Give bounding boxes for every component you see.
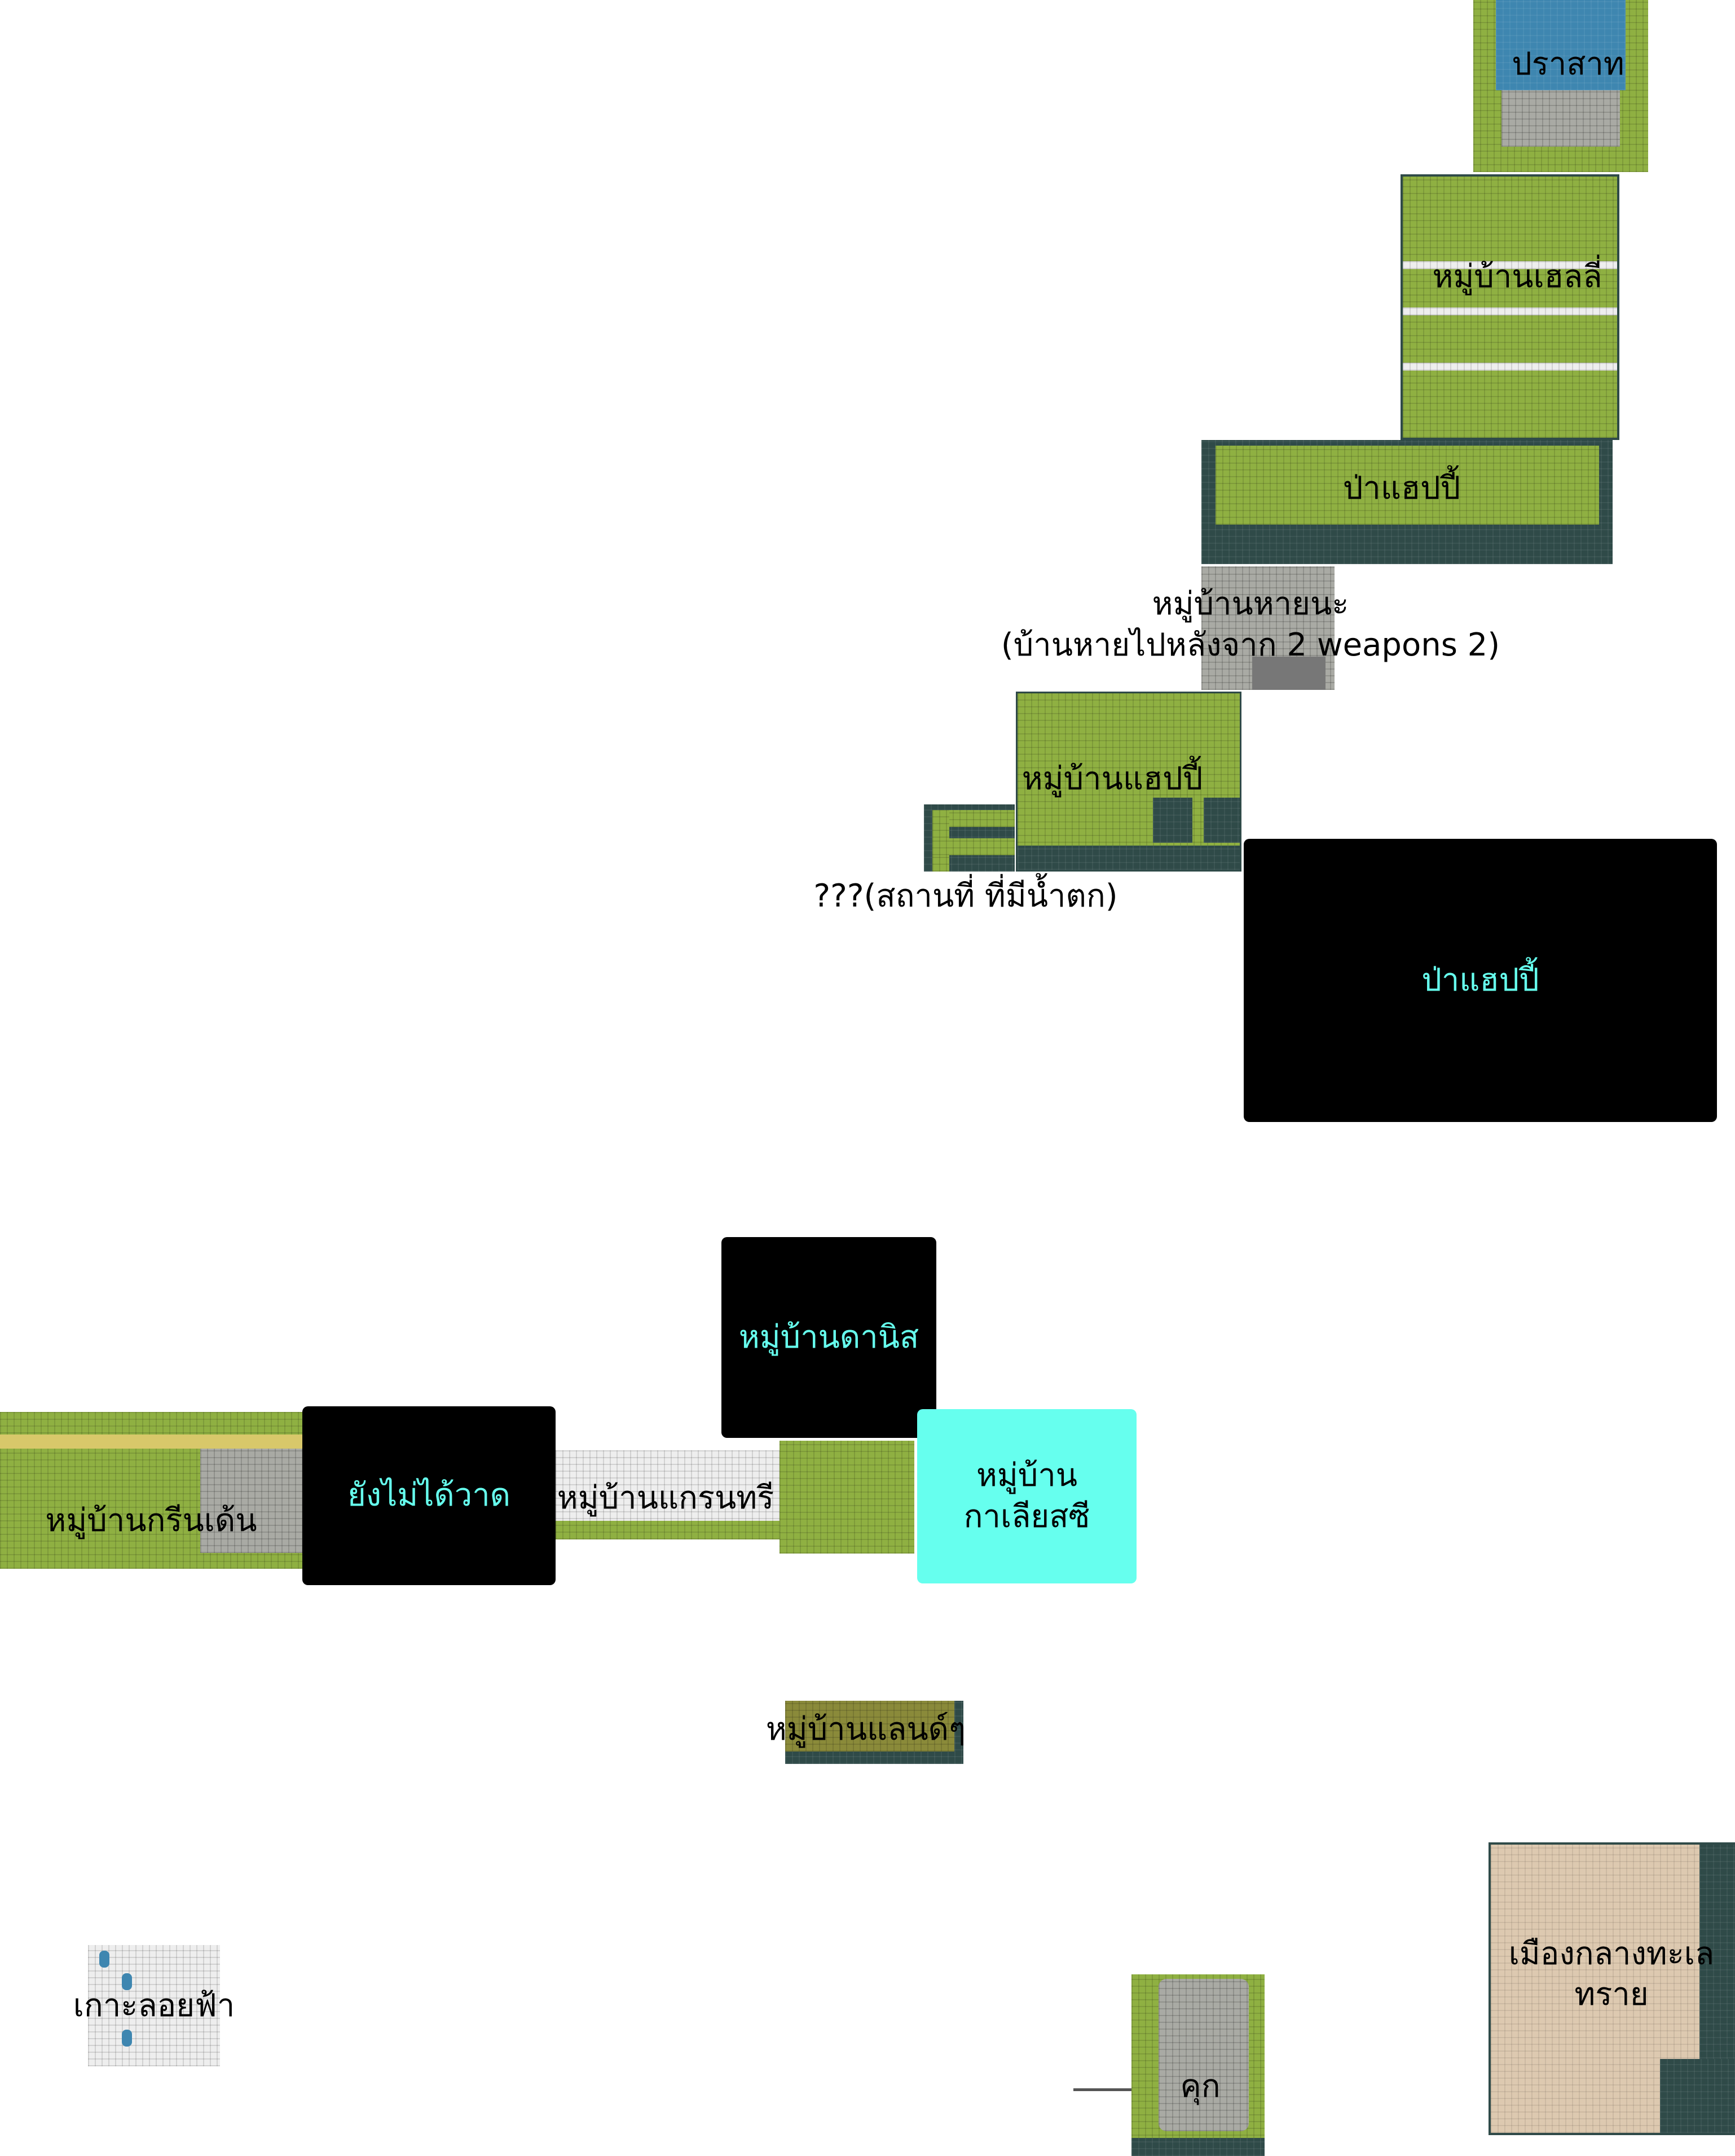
disaster-village-note: (บ้านหายไปหลังจาก 2 weapons 2) (1001, 627, 1500, 663)
happy-village-label: หมู่บ้านแฮปปี้ (1021, 760, 1203, 797)
galiaszy-village-label-line1: หมู่บ้าน (976, 1457, 1078, 1494)
castle-wall (1501, 90, 1620, 147)
happy-forest-placeholder[interactable]: ป่าแฮปปี้ (1244, 839, 1717, 1122)
disaster-village-map[interactable] (1201, 566, 1335, 690)
prison-map[interactable] (1131, 1974, 1265, 2156)
lands-village-map[interactable] (785, 1701, 963, 1764)
waterfall-place-label: ???(สถานที่ ที่มีน้ำตก) (813, 878, 1118, 914)
forest-ground (1216, 446, 1599, 525)
prison-building (1159, 1979, 1249, 2131)
shore (1018, 846, 1240, 870)
grantree-village-label: หมู่บ้านแกรนทรี (557, 1480, 774, 1516)
connector-line (1073, 2088, 1131, 2091)
galiaszy-village-placeholder[interactable]: หมู่บ้าน กาเลียสซี (917, 1409, 1137, 1583)
castle-map[interactable] (1473, 0, 1648, 172)
pillar (99, 1951, 109, 1968)
sea (1660, 2059, 1735, 2133)
prison-label: คุก (1180, 2068, 1221, 2105)
ground (785, 1701, 954, 1752)
happy-forest-placeholder-label: ป่าแฮปปี้ (1421, 961, 1539, 998)
happy-forest-map[interactable] (1201, 440, 1613, 564)
grantree-village-map[interactable] (556, 1450, 780, 1539)
plaza (200, 1449, 302, 1553)
pond (1153, 798, 1192, 843)
greenden-village-map[interactable] (0, 1412, 302, 1569)
sky-island-label: เกาะลอยฟ้า (73, 1987, 235, 2024)
happy-forest-map-label: ป่าแฮปปี้ (1342, 470, 1461, 507)
desert-city-label-line2: ทราย (1574, 1976, 1649, 2013)
lands-village-label: หมู่บ้านแลนด์ๆ (765, 1711, 966, 1748)
ruined-building (1252, 657, 1326, 690)
desert-city-map[interactable] (1489, 1842, 1735, 2135)
danis-village-label: หมู่บ้านดานิส (738, 1318, 919, 1356)
moat (1131, 2138, 1265, 2156)
helly-village-label: หมู่บ้านเฮลลี่ (1432, 258, 1602, 295)
greenden-village-label: หมู่บ้านกรีนเด้น (45, 1502, 257, 1539)
galiaszy-village-label-line2: กาเลียสซี (963, 1498, 1090, 1535)
house-row (1403, 363, 1617, 371)
disaster-village-label: หมู่บ้านหายนะ (1152, 586, 1349, 622)
sand-path (0, 1435, 302, 1449)
path (932, 838, 1015, 855)
grass-strip (556, 1521, 780, 1539)
field-map[interactable] (780, 1441, 914, 1554)
castle-label: ปราสาท (1512, 46, 1624, 82)
not-drawn-placeholder[interactable]: ยังไม่ได้วาด (302, 1406, 556, 1585)
waterfall-map[interactable] (924, 804, 1015, 872)
pillar (122, 2030, 132, 2047)
pillar (122, 1973, 132, 1990)
desert-city-label-line1: เมืองกลางทะเล (1508, 1935, 1715, 1972)
sky-island-map[interactable] (88, 1945, 220, 2066)
not-drawn-label: ยังไม่ได้วาด (347, 1477, 511, 1514)
danis-village-placeholder[interactable]: หมู่บ้านดานิส (721, 1237, 936, 1438)
castle-moat (1496, 0, 1626, 90)
helly-village-map[interactable] (1401, 174, 1619, 440)
house-row (1403, 307, 1617, 315)
happy-village-map[interactable] (1016, 692, 1241, 872)
pond (1204, 798, 1240, 843)
house-row (1403, 261, 1617, 269)
